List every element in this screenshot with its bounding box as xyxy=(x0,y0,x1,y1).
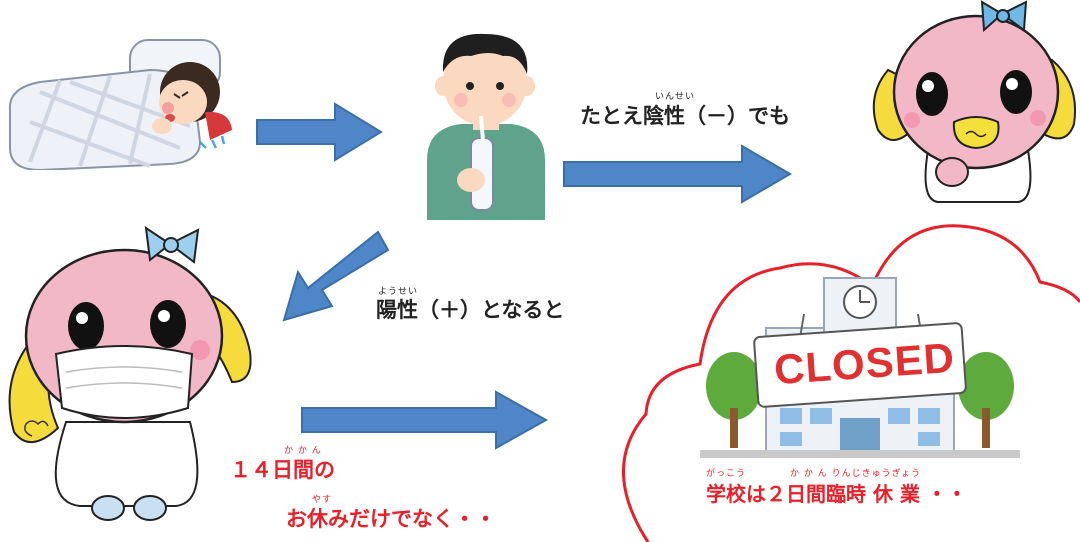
closed-school-illustration xyxy=(700,277,1020,458)
negative-ruby: いんせい xyxy=(655,92,696,102)
sick-child-in-bed-illustration xyxy=(8,39,232,170)
arrow-right-icon xyxy=(256,102,383,162)
arrow-down-left-icon xyxy=(282,230,390,322)
school-closure-caption: 学校は２日間臨時 休 業 ・・ xyxy=(706,482,967,506)
school-closure-ruby-2: か か ん りんじきゅうぎょう xyxy=(790,469,922,479)
arrow-right-icon xyxy=(301,390,549,450)
school-closure-ruby-1: がっこう xyxy=(706,469,747,479)
negative-caption: たとえ陰性（－）でも xyxy=(580,104,790,128)
positive-caption: 陽性（＋）となると xyxy=(376,298,565,322)
not-only-rest-caption: お休みだけでなく・・ xyxy=(286,507,496,531)
arrow-right-icon xyxy=(563,144,792,204)
mascot-worried-illustration xyxy=(872,0,1076,203)
man-taking-test-illustration xyxy=(427,33,545,220)
mascot-with-mask-illustration xyxy=(8,225,252,521)
fourteen-days-ruby: か か ん xyxy=(284,446,322,456)
not-only-rest-ruby: やす xyxy=(312,495,333,505)
positive-ruby: ようせい xyxy=(378,287,419,297)
fourteen-days-caption: １４日間の xyxy=(230,458,335,482)
